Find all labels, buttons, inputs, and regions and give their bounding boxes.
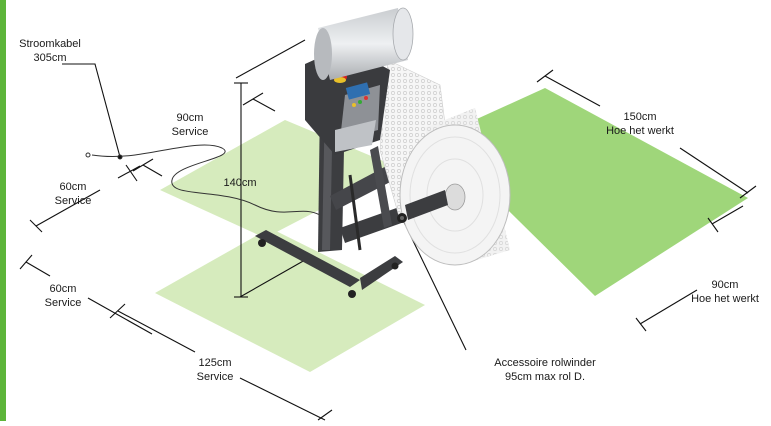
power-cable-length: 305cm	[33, 52, 66, 64]
height-140-label: 140cm	[223, 177, 256, 189]
label-service-90: 90cm Service	[172, 112, 209, 138]
accessory-max-roll: 95cm max rol D.	[505, 371, 585, 383]
service-60-lower-value: 60cm	[50, 283, 77, 295]
service-90-caption: Service	[172, 126, 209, 138]
service-60-lower-caption: Service	[45, 297, 82, 309]
power-cable-label: Stroomkabel	[19, 38, 81, 50]
label-service-60-upper: 60cm Service	[55, 181, 92, 207]
work-90-caption: Hoe het werkt	[691, 293, 759, 305]
service-60-upper-caption: Service	[55, 195, 92, 207]
label-work-90: 90cm Hoe het werkt	[691, 279, 759, 305]
label-work-150: 150cm Hoe het werkt	[606, 111, 674, 137]
label-service-125: 125cm Service	[197, 357, 234, 383]
power-cable	[85, 144, 321, 216]
label-power-cable: Stroomkabel 305cm	[19, 38, 81, 64]
service-90-value: 90cm	[177, 112, 204, 124]
dimension-lines	[19, 39, 757, 421]
accessory-label: Accessoire rolwinder	[494, 357, 596, 369]
work-150-caption: Hoe het werkt	[606, 125, 674, 137]
service-60-upper-value: 60cm	[60, 181, 87, 193]
work-90-value: 90cm	[712, 279, 739, 291]
label-accessory: Accessoire rolwinder 95cm max rol D.	[494, 357, 596, 383]
accent-bar	[0, 0, 6, 421]
service-125-value: 125cm	[198, 357, 231, 369]
top-film-roll	[314, 7, 414, 80]
service-zone-front	[155, 228, 425, 372]
work-zone	[435, 88, 748, 296]
service-125-caption: Service	[197, 371, 234, 383]
label-service-60-lower: 60cm Service	[45, 283, 82, 309]
accessory-roll	[397, 108, 511, 266]
work-150-value: 150cm	[623, 111, 656, 123]
